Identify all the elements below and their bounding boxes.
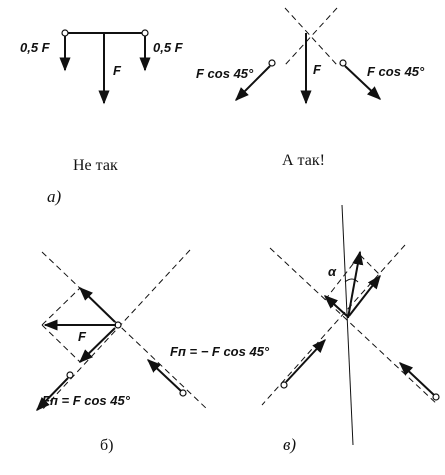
panel-a-letter: а) bbox=[47, 187, 62, 206]
left-support bbox=[61, 29, 69, 37]
dashed-diagonal-2 bbox=[261, 244, 406, 406]
lower-left-node bbox=[280, 381, 288, 389]
label-right-half: 0,5 F bbox=[153, 40, 184, 55]
arrow-component-right bbox=[348, 274, 381, 317]
arrow-fn-top bbox=[146, 359, 182, 392]
label-right-component: F cos 45° bbox=[367, 64, 425, 79]
right-support bbox=[141, 29, 149, 37]
label-force-f: F bbox=[78, 329, 87, 344]
dashed-parallelogram-2 bbox=[359, 254, 381, 276]
label-left-component: F cos 45° bbox=[196, 66, 254, 81]
lower-right-node bbox=[432, 393, 440, 401]
panel-c: α в) bbox=[261, 204, 440, 454]
dashed-parallelogram-2 bbox=[41, 324, 81, 363]
arrow-component-left bbox=[323, 295, 348, 317]
dashed-diagonal-2 bbox=[41, 249, 191, 411]
arrow-lower-left bbox=[285, 338, 326, 383]
label-center-force: F bbox=[113, 63, 122, 78]
dashed-axis-left bbox=[284, 7, 338, 66]
right-node bbox=[339, 59, 347, 67]
label-fn-top: Fп = − F cos 45° bbox=[170, 344, 270, 359]
panel-a-wrong: 0,5 F F 0,5 F Не так bbox=[20, 29, 184, 174]
arrow-resultant bbox=[347, 250, 364, 319]
lower-right-node bbox=[179, 389, 187, 397]
vertical-axis bbox=[341, 204, 354, 446]
arrow-component-down bbox=[78, 327, 116, 363]
panel-b-letter: б) bbox=[100, 437, 113, 454]
caption-right: А так! bbox=[282, 152, 325, 169]
arrow-lower-right bbox=[398, 362, 435, 396]
label-left-half: 0,5 F bbox=[20, 40, 51, 55]
lower-left-node bbox=[66, 371, 74, 379]
panel-b: F Fп = − F cos 45° Fп = F cos 45° б) bbox=[36, 249, 270, 454]
dashed-axis-right bbox=[284, 7, 338, 66]
panel-c-letter: в) bbox=[283, 435, 296, 454]
dashed-parallelogram-1 bbox=[41, 287, 81, 326]
label-fn-bottom: Fп = F cos 45° bbox=[42, 393, 131, 408]
left-node bbox=[268, 59, 276, 67]
arrow-fn-bottom bbox=[36, 377, 69, 412]
label-center-force-right: F bbox=[313, 62, 322, 77]
caption-wrong: Не так bbox=[73, 157, 118, 174]
angle-arc bbox=[344, 278, 359, 283]
arrow-left-component bbox=[235, 65, 271, 101]
arrow-component-up bbox=[78, 287, 116, 323]
dashed-diagonal-1 bbox=[269, 247, 439, 406]
label-angle: α bbox=[328, 264, 337, 279]
dashed-diagonal-1 bbox=[41, 251, 209, 411]
panel-a-right: F cos 45° F F cos 45° А так! bbox=[196, 7, 425, 169]
arrow-right-component bbox=[344, 65, 382, 100]
